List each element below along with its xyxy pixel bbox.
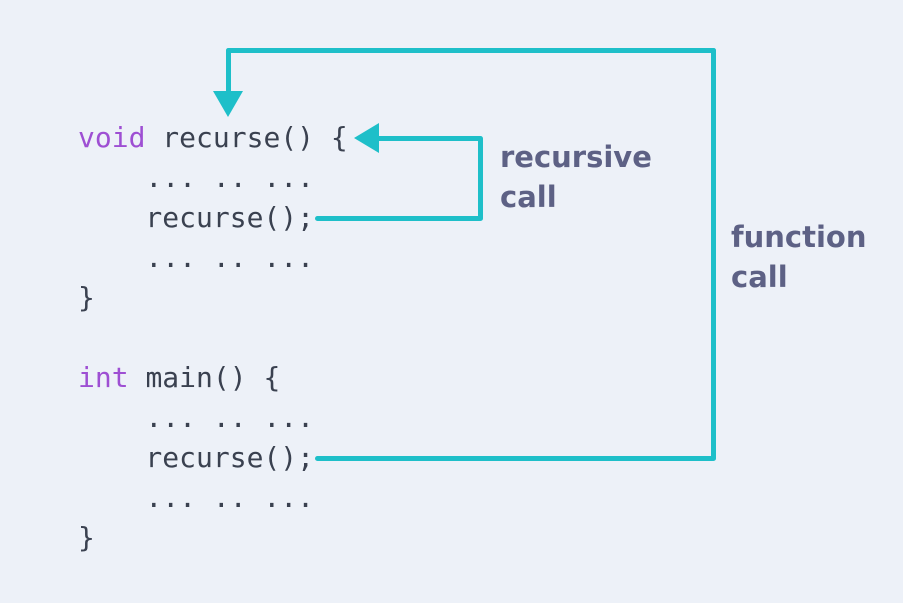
code-text: ... .. ...	[78, 401, 315, 434]
function-call-arrow-left-stub	[225, 47, 231, 93]
code-text: }	[78, 521, 95, 554]
code-line: int main() {	[78, 358, 314, 398]
code-line: ... .. ...	[78, 398, 314, 438]
code-line: ... .. ...	[78, 478, 314, 518]
keyword-void: void	[78, 121, 163, 154]
code-text: recurse();	[78, 201, 315, 234]
code-line-recursive-call-site: recurse();	[78, 198, 348, 238]
code-line: }	[78, 278, 348, 318]
function-call-arrow-bottom-segment	[315, 455, 715, 461]
code-line: ... .. ...	[78, 238, 348, 278]
function-call-label-line2: call	[731, 260, 788, 294]
code-text: main() {	[145, 361, 281, 394]
code-text: recurse();	[78, 441, 315, 474]
code-line: ... .. ...	[78, 158, 348, 198]
left-arrowhead-icon	[354, 123, 379, 153]
recursive-call-label: recursive call	[500, 137, 652, 217]
recursive-call-label-line1: recursive	[500, 140, 652, 174]
code-line: }	[78, 518, 314, 558]
keyword-int: int	[78, 361, 146, 394]
code-text: ... .. ...	[78, 161, 315, 194]
recursive-call-label-line2: call	[500, 180, 557, 214]
code-block-main-function: int main() { ... .. ... recurse(); ... .…	[78, 358, 314, 558]
recursive-call-arrow-in-segment	[374, 135, 482, 141]
function-call-label: function call	[731, 217, 866, 297]
function-call-arrow-right-segment	[710, 47, 716, 461]
code-line-function-call-site: recurse();	[78, 438, 314, 478]
code-text: ... .. ...	[78, 241, 315, 274]
down-arrowhead-icon	[213, 91, 243, 117]
code-text: recurse() {	[162, 121, 348, 154]
code-text: }	[78, 281, 95, 314]
code-line: void recurse() {	[78, 118, 348, 158]
function-call-label-line1: function	[731, 220, 867, 254]
code-text: ... .. ...	[78, 481, 315, 514]
recursive-call-arrow-up-segment	[477, 135, 483, 221]
function-call-arrow-top-segment	[225, 47, 716, 53]
recursive-call-arrow-out-segment	[315, 215, 482, 221]
code-block-recurse-function: void recurse() { ... .. ... recurse(); .…	[78, 118, 348, 318]
